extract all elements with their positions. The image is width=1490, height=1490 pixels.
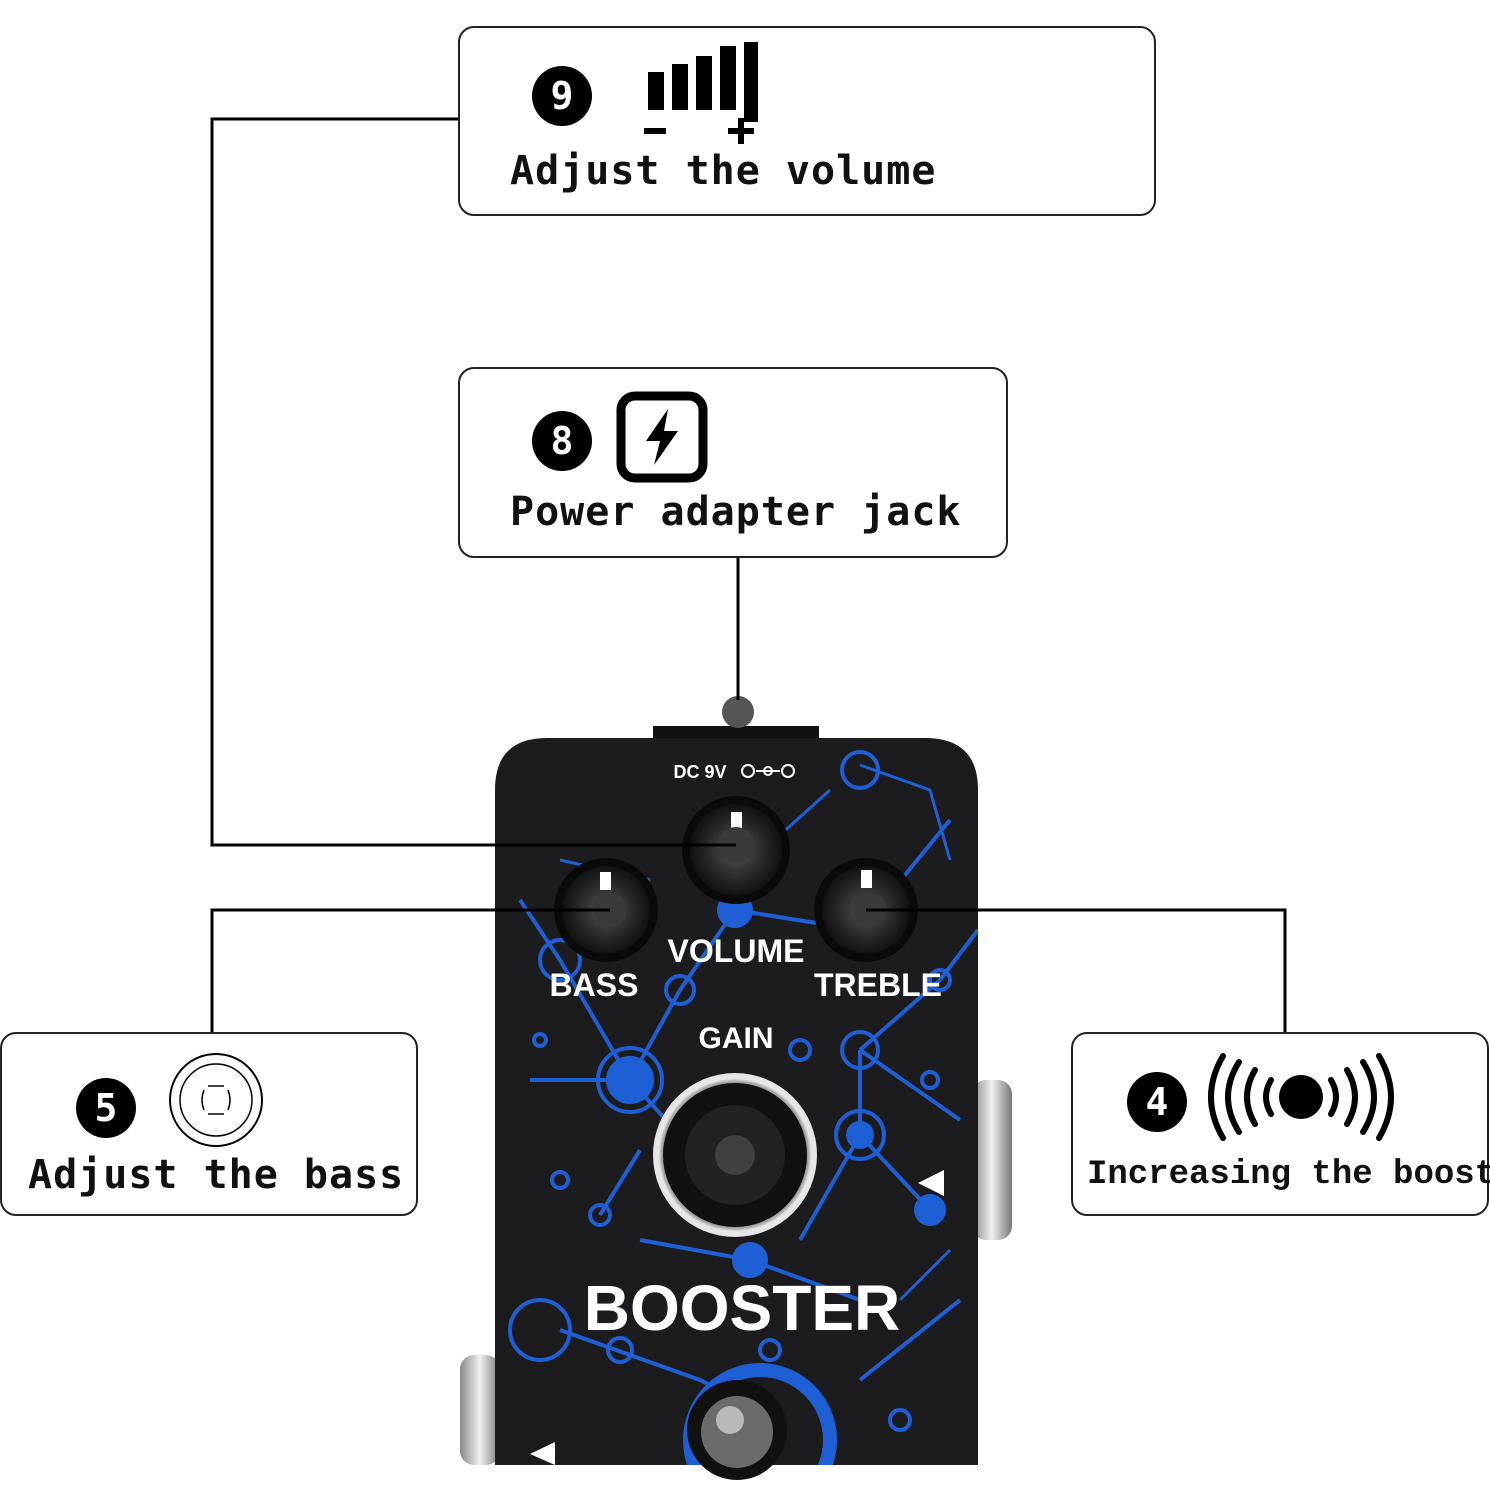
callout-power-label: Power adapter jack [510, 489, 962, 535]
gain-knob[interactable] [653, 1073, 817, 1237]
dc-jack-pin [722, 696, 754, 728]
lightning-icon [616, 391, 708, 483]
broadcast-waves-icon [1208, 1053, 1394, 1141]
bass-knob[interactable] [554, 858, 658, 962]
volume-knob[interactable] [682, 796, 790, 904]
footswitch[interactable] [687, 1380, 787, 1480]
callout-power: 8 Power adapter jack [458, 367, 1008, 558]
callout-booster: 4 Increasing the booster [1071, 1032, 1490, 1216]
volume-bars-icon [644, 42, 758, 144]
callout-volume: 9 Adjust the volume [458, 26, 1156, 216]
output-jack [972, 1080, 1012, 1240]
callout-number-8: 8 [532, 411, 592, 471]
gain-knob-label: GAIN [699, 1022, 774, 1055]
callout-booster-label: Increasing the booster [1087, 1156, 1490, 1194]
input-arrow-icon [530, 1442, 555, 1465]
treble-knob[interactable] [814, 858, 918, 962]
dc-label: DC 9V [673, 762, 726, 782]
callout-bass: 5 Adjust the bass [0, 1032, 418, 1216]
callout-number-5: 5 [76, 1078, 136, 1138]
pedal-name: BOOSTER [584, 1272, 900, 1344]
input-jack [460, 1355, 500, 1465]
treble-knob-label: TREBLE [814, 967, 942, 1003]
knob-icon [169, 1053, 263, 1147]
callout-number-4: 4 [1127, 1072, 1187, 1132]
callout-volume-label: Adjust the volume [510, 148, 937, 194]
callout-bass-label: Adjust the bass [28, 1152, 405, 1198]
bass-knob-label: BASS [550, 967, 639, 1003]
output-arrow-icon [918, 1170, 944, 1196]
volume-knob-label: VOLUME [668, 933, 805, 969]
polarity-icon [741, 764, 795, 778]
callout-number-9: 9 [532, 66, 592, 126]
